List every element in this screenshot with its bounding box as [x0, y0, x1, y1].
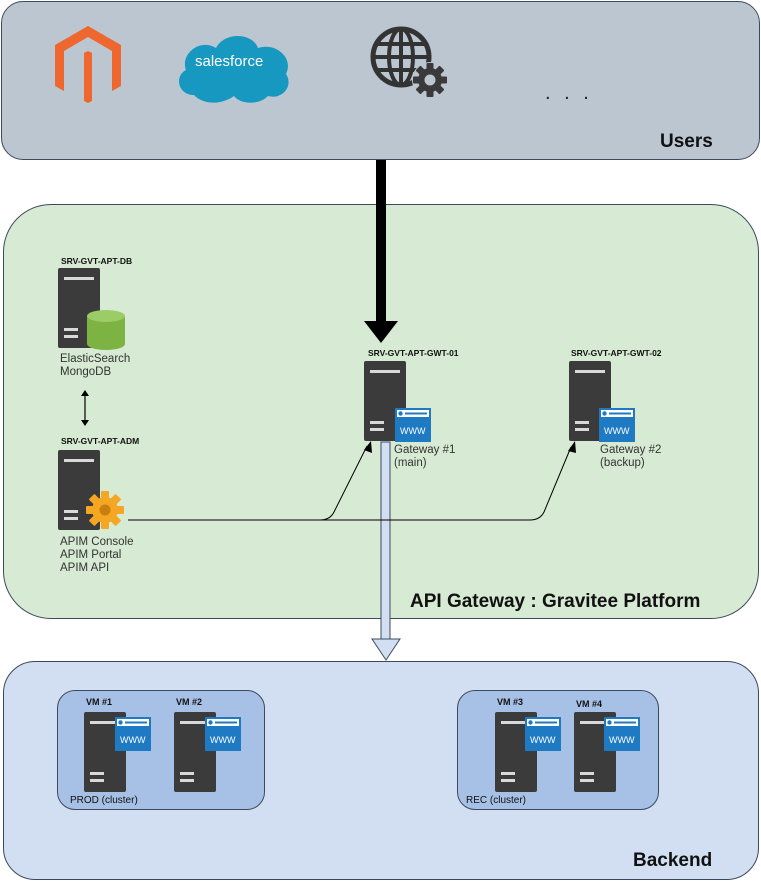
- vm-4-www-icon: WWW: [604, 717, 640, 751]
- svg-text:WWW: WWW: [400, 426, 426, 436]
- db-adm-link: [81, 390, 89, 426]
- prod-cluster-label: PROD (cluster): [70, 795, 138, 806]
- vm-2-label: VM #2: [176, 697, 203, 707]
- backend-zone-label: Backend: [633, 850, 713, 871]
- rec-cluster-label: REC (cluster): [466, 795, 527, 806]
- salesforce-logo-text: salesforce: [195, 53, 263, 70]
- vm-4-label: VM #4: [576, 699, 603, 709]
- gateway-01-name: SRV-GVT-APT-GWT-01: [368, 348, 459, 358]
- vm-1-label: VM #1: [86, 697, 113, 707]
- more-users-ellipsis: . . .: [545, 82, 593, 104]
- adm-server-desc: APIM Console APIM Portal APIM API: [60, 536, 134, 574]
- gateway-01-desc: Gateway #1 (main): [394, 444, 456, 469]
- svg-text:WWW: WWW: [210, 735, 236, 745]
- svg-text:WWW: WWW: [604, 426, 630, 436]
- vm-3-label: VM #3: [497, 697, 524, 707]
- arrowhead-gwt1: [364, 441, 372, 453]
- gateway-zone-label: API Gateway : Gravitee Platform: [410, 591, 701, 612]
- database-icon: [87, 310, 125, 350]
- users-to-gateway-arrow: [364, 160, 398, 343]
- magento-logo-icon: [55, 26, 121, 103]
- gateway-02-name: SRV-GVT-APT-GWT-02: [571, 348, 662, 358]
- gear-icon: [86, 491, 124, 529]
- gateway-to-backend-arrow: [371, 441, 401, 661]
- svg-text:WWW: WWW: [609, 735, 635, 745]
- users-zone-label: Users: [660, 131, 713, 152]
- vm-1-www-icon: WWW: [115, 717, 151, 751]
- gateway-02-www-icon: WWW: [599, 408, 635, 442]
- globe-gear-icon: [370, 26, 448, 98]
- adm-to-gateways-connectors: [128, 445, 572, 521]
- db-server-name: SRV-GVT-APT-DB: [61, 256, 133, 266]
- svg-text:WWW: WWW: [120, 735, 146, 745]
- vm-2-www-icon: WWW: [205, 717, 241, 751]
- gateway-01-www-icon: WWW: [395, 408, 431, 442]
- users-zone: [1, 1, 760, 160]
- vm-3-www-icon: WWW: [525, 717, 561, 751]
- gateway-02-desc: Gateway #2 (backup): [600, 444, 662, 469]
- db-server-desc: ElasticSearch MongoDB: [60, 353, 131, 378]
- svg-text:WWW: WWW: [530, 735, 556, 745]
- adm-server-name: SRV-GVT-APT-ADM: [61, 436, 140, 446]
- arrowhead-gwt2: [568, 441, 576, 453]
- salesforce-logo-icon: salesforce: [179, 36, 289, 103]
